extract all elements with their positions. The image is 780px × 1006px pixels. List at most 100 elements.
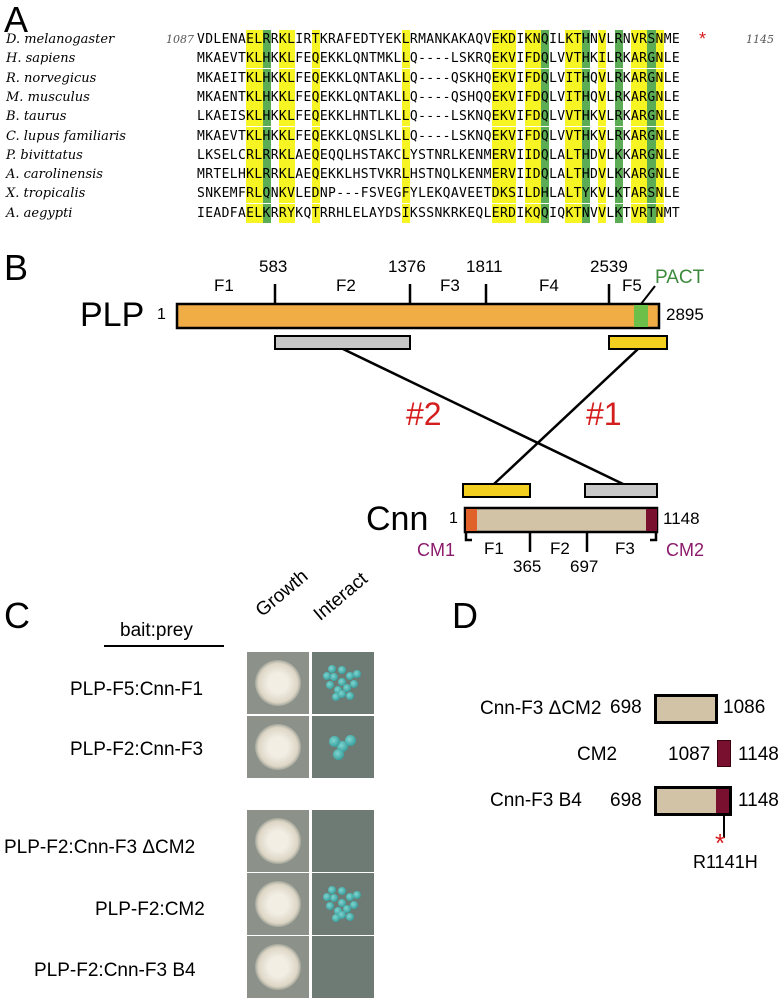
growth-colony — [255, 660, 301, 706]
interaction-spot — [312, 936, 374, 998]
yeast-row-label: PLP-F5:Cnn-F1 — [70, 679, 204, 700]
species-name: P. bivittatus — [6, 147, 83, 163]
blue-colony — [336, 740, 348, 752]
cnn-boundary-365: 365 — [513, 557, 542, 576]
yeast-row-label: PLP-F2:Cnn-F3 — [70, 739, 204, 760]
sequence: LKSELCRLRRKLAEQEQQLHSTAKCLYSTNRLKENMERVI… — [197, 145, 681, 165]
mutation-pointer — [723, 816, 725, 838]
species-name: C. lupus familiaris — [6, 128, 126, 144]
blue-colony — [343, 684, 351, 692]
plp-name: PLP — [80, 296, 145, 334]
blue-colony — [328, 886, 336, 894]
sequence: MRTELHKLRRKLAEQEKKLHSTVKRLHSTNQLKENMERVI… — [197, 165, 681, 185]
pact-domain — [634, 305, 648, 327]
blue-colony — [330, 894, 338, 902]
alignment-start-number: 1087 — [166, 33, 194, 46]
cnn-f3-box — [584, 483, 658, 498]
construct-end: 1148 — [738, 744, 779, 765]
blue-colony — [346, 672, 354, 680]
growth-colony — [255, 724, 301, 770]
blue-colony — [346, 692, 354, 700]
blue-colony — [332, 693, 340, 701]
panel-d-label: D — [452, 595, 478, 636]
growth-colony — [255, 818, 301, 864]
plp-end: 2895 — [666, 305, 704, 324]
alignment-row: A. carolinensis MRTELHKLRRKLAEQEKKLHSTVKR… — [0, 165, 780, 185]
growth-spot — [247, 810, 309, 872]
species-name: H. sapiens — [6, 51, 76, 67]
blue-colony — [330, 673, 338, 681]
growth-spot — [247, 716, 309, 778]
blue-colony — [328, 665, 336, 673]
interaction-spot — [312, 873, 374, 935]
yeast-row-label: PLP-F2:CM2 — [95, 899, 205, 920]
blue-colony — [323, 893, 331, 901]
species-name: X. tropicalis — [6, 186, 86, 202]
blue-colony — [323, 672, 331, 680]
mutation-site-marker: * — [699, 29, 707, 49]
blue-colony — [332, 914, 340, 922]
sequence: SNKEMFRLQNKVLEDNP---FSVEGFYLEKQAVEETDKSI… — [197, 184, 681, 204]
interaction-spot — [312, 652, 374, 714]
interaction-line-2 — [342, 347, 624, 486]
blue-colony — [328, 735, 340, 747]
construct-bar-cm2 — [717, 740, 731, 767]
interaction-label-2: #2 — [406, 396, 442, 432]
alignment-row: H. sapiens MKAEVTKLHKKLFEQEKKLQNTMKLLQ---… — [0, 49, 780, 69]
species-name: A. carolinensis — [6, 167, 103, 183]
cnn-start: 1 — [449, 510, 458, 527]
blue-colony — [346, 913, 354, 921]
interaction-line-1 — [493, 348, 639, 485]
construct-bar-delta-cm2 — [654, 694, 718, 724]
construct-name: CM2 — [577, 744, 618, 765]
bait-prey-header: bait:prey — [120, 620, 193, 641]
sequence: MKAEVTKLHKKLFEQEKKLQNTMKLLQ----LSKRQEKVI… — [197, 49, 681, 69]
construct-b4-cm2 — [716, 789, 729, 813]
sequence: MKAEITKLHKKLFEQEKKLQNTAKLLQ----QSKHQEKVI… — [197, 68, 681, 88]
plp-boundary-1811: 1811 — [466, 257, 503, 276]
species-name: D. melanogaster — [6, 32, 115, 47]
interaction-spot — [312, 810, 374, 872]
cnn-boundary-697: 697 — [570, 557, 599, 576]
construct-name: Cnn-F3 ΔCM2 — [480, 698, 602, 719]
mutation-star: * — [715, 828, 726, 858]
plp-start: 1 — [157, 306, 166, 323]
cm1-motif — [466, 509, 477, 531]
yeast-row-label: PLP-F2:Cnn-F3 ΔCM2 — [4, 837, 196, 858]
cnn-fragment-f2: F2 — [550, 539, 570, 558]
cnn-f1-box — [462, 483, 531, 498]
species-name: R. norvegicus — [6, 70, 97, 86]
mutation-label: R1141H — [693, 852, 758, 872]
blue-colony — [326, 902, 334, 910]
blue-colony — [326, 681, 334, 689]
blue-colony — [338, 887, 346, 895]
alignment-row: A. aegypti IEADFAELKRRYKQTRRHLELAYDSIKSSN… — [0, 203, 780, 223]
blue-colony — [338, 666, 346, 674]
growth-spot — [247, 873, 309, 935]
construct-end: 1148 — [738, 790, 779, 811]
cm2-bracket — [650, 533, 658, 542]
growth-colony — [255, 881, 301, 927]
cm2-motif — [646, 509, 657, 531]
sequence: IEADFAELKRRYKQTRRHLELAYDSIKSSNKRKEQLERDI… — [197, 203, 681, 223]
growth-spot — [247, 936, 309, 998]
sequence: MKAENTKLHKKLFEQEKKLQNTAKLLQ----QSHQQEKVI… — [197, 87, 681, 107]
blue-colony — [353, 670, 361, 678]
cnn-fragment-f1: F1 — [484, 539, 504, 558]
plp-fragment-f3: F3 — [440, 276, 460, 295]
interaction-spot — [312, 716, 374, 778]
plp-fragment-f2: F2 — [336, 276, 356, 295]
blue-colony — [338, 678, 346, 686]
plp-fragment-f5: F5 — [622, 276, 642, 295]
alignment-row: P. bivittatus LKSELCRLRRKLAEQEQQLHSTAKCLY… — [0, 145, 780, 165]
yeast-row-label: PLP-F2:Cnn-F3 B4 — [34, 960, 196, 981]
species-name: B. taurus — [6, 109, 67, 125]
blue-colony — [350, 680, 358, 688]
species-name: A. aegypti — [6, 205, 73, 221]
construct-name: Cnn-F3 B4 — [490, 790, 582, 811]
panel-c-label: C — [4, 595, 30, 636]
plp-fragment-f1: F1 — [214, 276, 234, 295]
